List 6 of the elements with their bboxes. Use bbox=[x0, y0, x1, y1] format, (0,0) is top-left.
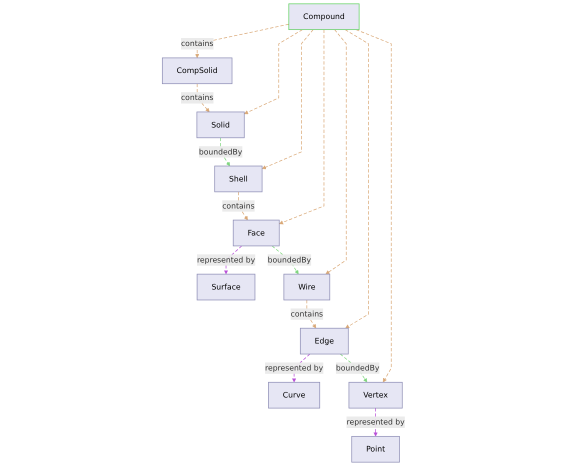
arrow bbox=[344, 29, 369, 328]
arrow bbox=[356, 29, 392, 382]
arrow bbox=[244, 29, 303, 114]
arrow bbox=[279, 29, 324, 224]
arrow bbox=[262, 29, 314, 170]
arrow bbox=[325, 29, 347, 274]
